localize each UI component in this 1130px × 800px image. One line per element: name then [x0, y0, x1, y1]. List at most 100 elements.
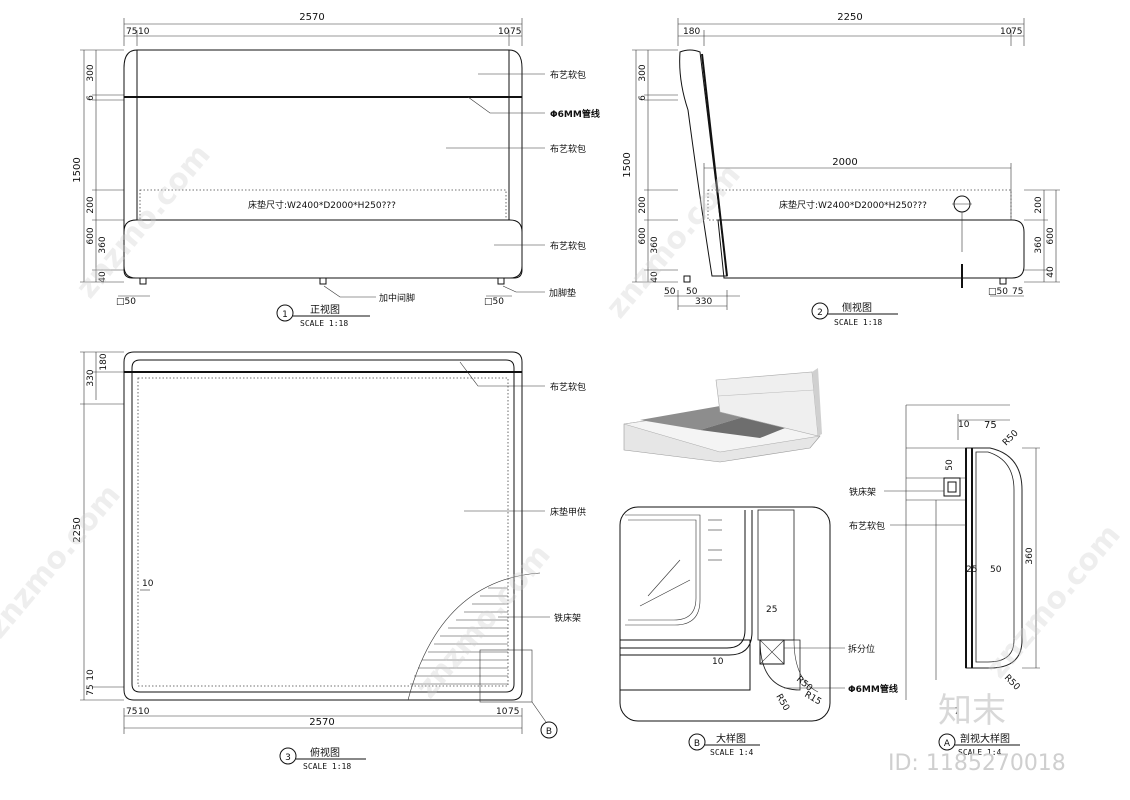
detail-b-r50b: R50 — [773, 693, 791, 714]
detail-a-label-iron: 铁床架 — [849, 486, 876, 498]
side-h-600: 600 — [638, 227, 648, 244]
side-b-50: 50 — [664, 287, 676, 297]
detail-a-d10: 10 — [958, 420, 970, 430]
detail-b-scale: SCALE 1:4 — [710, 748, 754, 757]
detail-b-title: 大样图 — [716, 732, 746, 745]
side-b-330: 330 — [695, 297, 712, 307]
side-dim-75: 75 — [1011, 27, 1022, 37]
side-h-300: 300 — [638, 64, 648, 81]
side-h-40: 40 — [650, 271, 660, 283]
watermark-id: ID: 1185270018 — [888, 751, 1066, 776]
top-h-330: 330 — [86, 369, 96, 386]
top-h-180: 180 — [99, 353, 109, 370]
front-label-fabric-base: 布艺软包 — [550, 240, 586, 252]
front-h-360: 360 — [98, 236, 108, 253]
detail-a-d75: 75 — [984, 420, 997, 431]
detail-a-scale: SCALE 1:4 — [958, 748, 1002, 757]
front-label-pipe: Φ6MM管线 — [550, 108, 600, 120]
front-foot-right: □50 — [484, 297, 504, 307]
detail-b-number: B — [694, 739, 700, 749]
top-label-mattress: 床垫甲供 — [550, 506, 586, 518]
hatch-lines — [408, 587, 508, 693]
detail-b-label-pipe: Φ6MM管线 — [848, 683, 898, 695]
side-r-40: 40 — [1046, 266, 1056, 278]
front-foot-center: 加中间脚 — [379, 292, 415, 304]
side-r-600: 600 — [1046, 227, 1056, 244]
front-view: 2570 75 10 10 75 1500 300 6 200 600 360 … — [72, 12, 600, 328]
side-h-360: 360 — [650, 236, 660, 253]
detail-a-label-fabric: 布艺软包 — [849, 520, 885, 532]
top-br-10: 10 — [496, 707, 508, 717]
detail-b-label-split: 拆分位 — [848, 643, 875, 655]
detail-b-d10: 10 — [712, 657, 724, 667]
top-title: 俯视图 — [310, 746, 340, 759]
front-dim-right-b: 75 — [510, 27, 521, 37]
detail-a-d360: 360 — [1025, 547, 1035, 564]
side-dim-10: 10 — [1000, 27, 1012, 37]
front-label-fabric-top: 布艺软包 — [550, 69, 586, 81]
top-view: 180 330 2250 75 10 10 — [72, 351, 586, 771]
top-h-10: 10 — [86, 669, 96, 681]
watermark-site-1: znzmo.com — [69, 138, 217, 305]
front-height-total: 1500 — [72, 157, 83, 182]
front-scale: SCALE 1:18 — [300, 319, 348, 328]
detail-a-title: 剖视大样图 — [960, 732, 1010, 745]
front-dim-left-b: 10 — [138, 27, 150, 37]
side-view: 2250 180 10 75 1500 300 6 200 600 360 40… — [622, 12, 1060, 327]
side-inner-width: 2000 — [832, 157, 857, 168]
watermark-brand: 知末 — [938, 691, 1006, 731]
side-height-total: 1500 — [622, 152, 633, 177]
side-b-50b: 50 — [686, 287, 698, 297]
detail-b-d25: 25 — [766, 605, 777, 615]
front-h-40: 40 — [98, 271, 108, 283]
side-r-360: 360 — [1034, 236, 1044, 253]
side-scale: SCALE 1:18 — [834, 318, 882, 327]
detail-a-number: A — [944, 739, 951, 749]
top-width-total: 2570 — [309, 717, 334, 728]
front-h-300: 300 — [86, 64, 96, 81]
detail-b-r15: R15 — [803, 690, 823, 708]
front-width-total: 2570 — [299, 12, 324, 23]
front-label-fabric-mid: 布艺软包 — [550, 143, 586, 155]
watermark-site-4: znzmo.com — [409, 538, 557, 705]
watermark-site-3: znzmo.com — [0, 478, 128, 645]
front-title-number: 1 — [282, 310, 288, 320]
side-h-200: 200 — [638, 196, 648, 213]
detail-a-d7: 7 — [954, 707, 960, 717]
side-mattress-size: 床垫尺寸:W2400*D2000*H250??? — [779, 199, 927, 211]
front-h-600: 600 — [86, 227, 96, 244]
front-foot-pad: 加脚垫 — [549, 287, 576, 299]
detail-a-d50b: 50 — [990, 565, 1002, 575]
watermark-site-5: znzmo.com — [979, 518, 1127, 685]
bed-render-image — [623, 368, 822, 463]
detail-a-r50: R50 — [1001, 428, 1021, 448]
side-b-75: 75 — [1012, 287, 1023, 297]
side-title-number: 2 — [817, 308, 823, 318]
front-dim-left-a: 75 — [126, 27, 137, 37]
front-foot-left: □50 — [116, 297, 136, 307]
front-title: 正视图 — [310, 303, 340, 316]
top-h-2250: 2250 — [72, 517, 83, 542]
front-h-200: 200 — [86, 196, 96, 213]
top-bl-10: 10 — [138, 707, 150, 717]
top-label-fabric: 布艺软包 — [550, 381, 586, 393]
top-br-75: 75 — [508, 707, 519, 717]
side-r-200: 200 — [1034, 196, 1044, 213]
side-title: 侧视图 — [842, 301, 872, 314]
top-scale: SCALE 1:18 — [303, 762, 351, 771]
top-h-75: 75 — [86, 684, 96, 695]
detail-a-d25: 25 — [966, 565, 977, 575]
top-label-iron: 铁床架 — [554, 612, 581, 624]
front-mattress-size: 床垫尺寸:W2400*D2000*H250??? — [248, 199, 396, 211]
front-h-6: 6 — [86, 95, 96, 101]
detail-a-d50: 50 — [945, 459, 955, 471]
side-width-total: 2250 — [837, 12, 862, 23]
top-callout-b: B — [546, 727, 552, 737]
watermark-site-2: znzmo.com — [599, 158, 747, 325]
top-title-number: 3 — [285, 753, 291, 763]
top-bl-75: 75 — [126, 707, 137, 717]
detail-b: 拆分位 Φ6MM管线 10 25 R50 R50 R15 B 大样图 SCALE… — [619, 506, 898, 757]
side-b-sq50: □50 — [988, 287, 1008, 297]
hatch-fill-b — [757, 509, 801, 691]
